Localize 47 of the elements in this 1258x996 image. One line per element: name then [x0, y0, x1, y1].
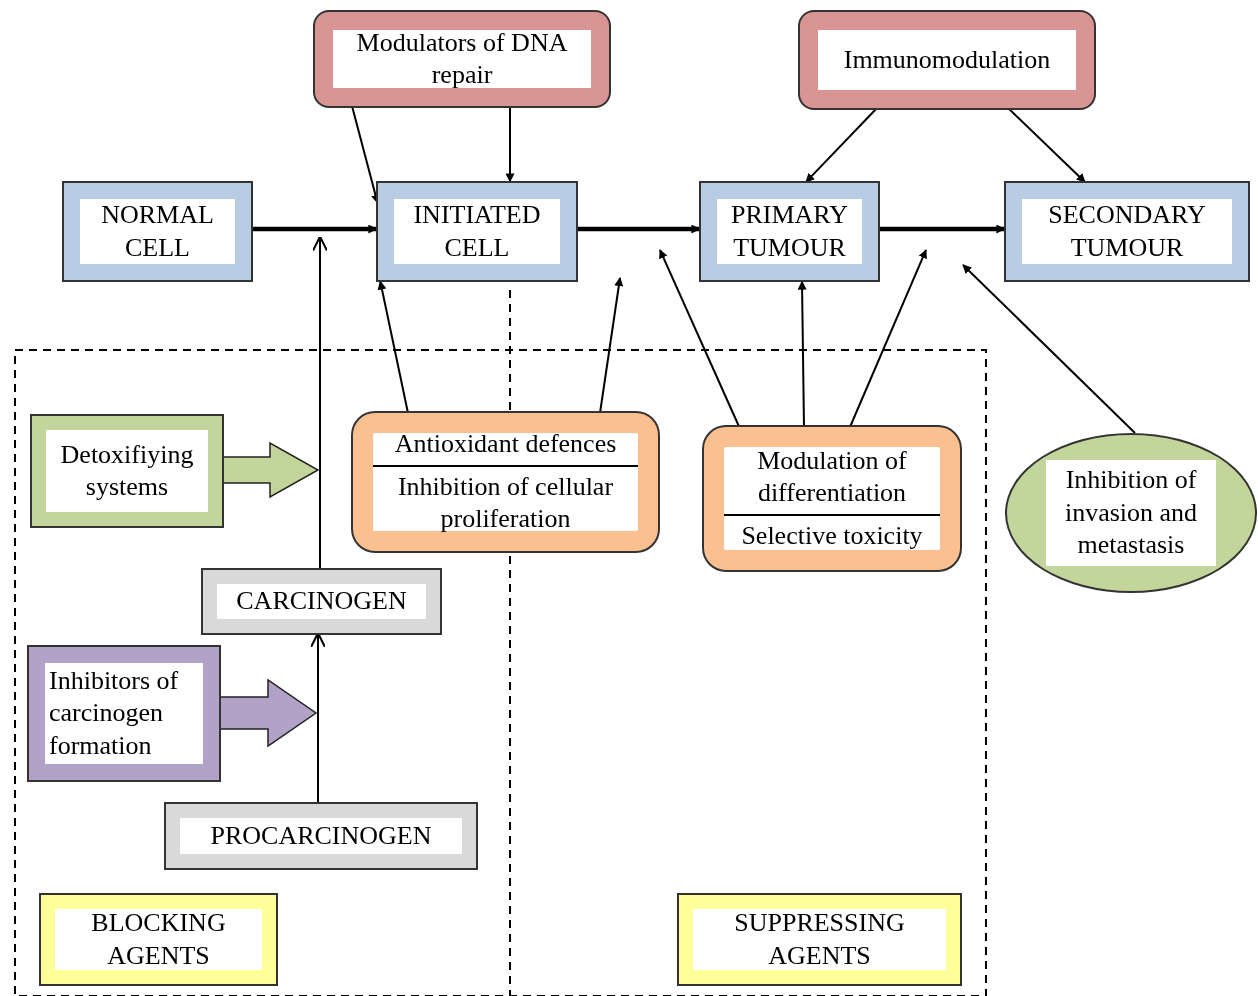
process-box: [1006, 183, 1248, 280]
arrow: [377, 280, 409, 414]
node-text: INITIATED CELL: [412, 199, 542, 264]
block-arrow: [218, 678, 318, 748]
process-box: [679, 895, 960, 984]
process-box: [41, 895, 276, 984]
node-text: Immunomodulation: [843, 43, 1051, 76]
process-box: [32, 416, 222, 526]
arrow: [805, 107, 878, 183]
arrow: [599, 277, 624, 414]
arrow: [962, 264, 1136, 434]
arrow: [797, 280, 807, 428]
arrow: [576, 224, 701, 234]
arrow: [1007, 107, 1086, 183]
process-box: [800, 12, 1094, 108]
process-box: [203, 570, 440, 633]
arrow: [311, 235, 329, 571]
node-text: SECONDARY TUMOUR: [1047, 199, 1207, 264]
process-box: [166, 804, 476, 868]
node-text: SUPPRESSING AGENTS: [733, 907, 906, 972]
node-text: Inhibition of invasion and metastasis: [1046, 460, 1216, 566]
process-box: [315, 12, 609, 106]
node-text: CARCINOGEN: [236, 585, 407, 618]
arrow: [849, 249, 927, 428]
process-box: [64, 183, 251, 280]
node-text: Modulation of differentiation: [756, 444, 908, 510]
process-box: [378, 183, 576, 280]
process-box: [701, 183, 878, 280]
arrow: [309, 632, 327, 805]
node-text: Selective toxicity: [724, 513, 940, 553]
node-text: NORMAL CELL: [100, 199, 215, 264]
arrow: [659, 249, 741, 428]
node-text: BLOCKING AGENTS: [90, 907, 227, 972]
node-text: PROCARCINOGEN: [210, 819, 432, 852]
process-box: [353, 413, 658, 551]
node-text: Inhibition of cellular proliferation: [373, 464, 638, 536]
arrow: [505, 105, 515, 183]
arrow: [878, 224, 1006, 234]
process-box: [704, 427, 960, 570]
node-text: Modulators of DNA repair: [355, 26, 569, 91]
node-text: PRIMARY TUMOUR: [729, 199, 849, 264]
process-box: [29, 647, 219, 780]
node-text: Inhibitors of carcinogen formation: [48, 664, 180, 762]
node-text: Detoxifiying systems: [59, 438, 195, 503]
arrow: [251, 224, 378, 234]
block-arrow: [221, 441, 320, 499]
node-text: Antioxidant defences: [394, 428, 617, 461]
